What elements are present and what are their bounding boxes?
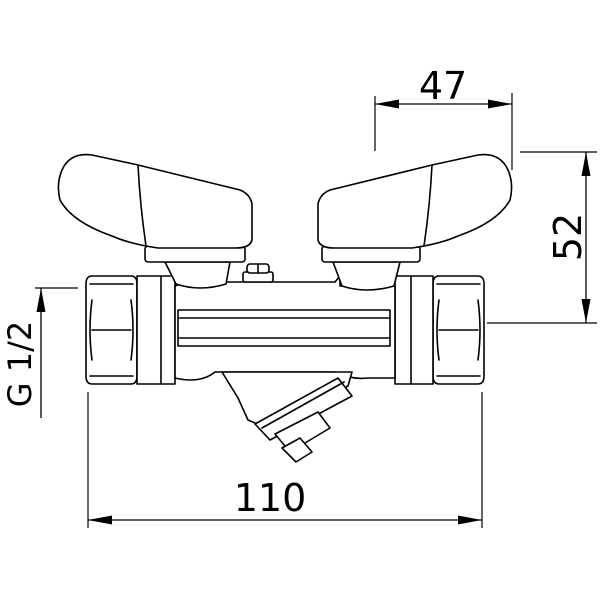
- dimension-110-label: 110: [234, 476, 307, 520]
- dimension-47: 47: [374, 64, 513, 170]
- left-union-nut: [85, 275, 138, 385]
- dimension-47-label: 47: [419, 64, 467, 108]
- dimension-g12: G 1/2: [1, 287, 78, 418]
- dimension-52-label: 52: [546, 213, 590, 261]
- top-screw: [242, 263, 274, 283]
- stem-necks: [164, 261, 401, 291]
- strainer-plug: [221, 371, 353, 463]
- dimension-52: 52: [487, 151, 597, 324]
- dimension-g12-label: G 1/2: [1, 321, 39, 407]
- right-lever-handle: [317, 153, 513, 249]
- right-union-nut: [432, 275, 485, 385]
- right-valve-housing: [394, 275, 434, 385]
- central-body: [174, 275, 396, 381]
- dimension-110: 110: [87, 392, 483, 528]
- left-lever-handle: [57, 153, 253, 249]
- left-valve-housing: [136, 275, 176, 385]
- handle-collars: [144, 245, 421, 263]
